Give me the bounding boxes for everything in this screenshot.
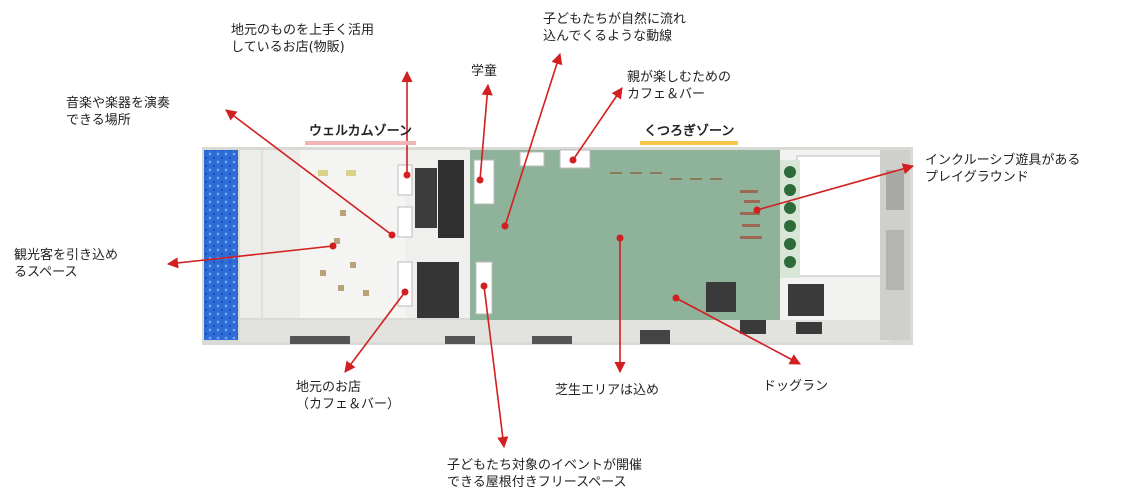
label-local-goods-line1: 地元のものを上手く活用: [231, 23, 375, 38]
label-lawn: 芝生エリアは込め: [555, 383, 660, 398]
arrow-dog-run: [675, 297, 801, 365]
label-local-goods-line2: しているお店(物販): [231, 40, 345, 55]
arrow-free-space: [483, 285, 509, 449]
label-free-space-line1: 子どもたち対象のイベントが開催: [447, 458, 643, 473]
label-tourists-line2: るスペース: [14, 265, 78, 280]
label-parents-cafe-line1: 親が楽しむための: [627, 70, 732, 85]
arrow-inclusive: [756, 163, 915, 211]
label-local-shop-line1: 地元のお店: [296, 380, 362, 395]
label-dog-run: ドッグラン: [763, 379, 829, 394]
arrow-parents-cafe: [572, 87, 623, 161]
label-tourists: 観光客を引き込め るスペース: [14, 247, 118, 281]
arrow-tourists: [166, 245, 334, 269]
label-inclusive: インクルーシブ遊具がある プレイグラウンド: [925, 152, 1080, 186]
label-inclusive-line2: プレイグラウンド: [925, 170, 1029, 185]
label-school: 学童: [471, 64, 498, 79]
label-inclusive-line1: インクルーシブ遊具がある: [925, 153, 1081, 168]
label-music-space-line2: できる場所: [66, 113, 131, 128]
label-parents-cafe-line2: カフェ＆バー: [627, 87, 706, 102]
label-kids-flow: 子どもたちが自然に流れ 込んでくるような動線: [543, 11, 686, 45]
label-kids-flow-line1: 子どもたちが自然に流れ: [543, 12, 687, 27]
lawn-area: [470, 150, 780, 320]
label-free-space-line2: できる屋根付きフリースペース: [447, 475, 627, 490]
label-kids-flow-line2: 込んでくるような動線: [543, 29, 673, 44]
label-free-space: 子どもたち対象のイベントが開催 できる屋根付きフリースペース: [447, 457, 642, 491]
label-music-space: 音楽や楽器を演奏 できる場所: [66, 95, 170, 129]
arrow-local-shop: [344, 291, 406, 373]
label-local-goods: 地元のものを上手く活用 しているお店(物販): [231, 22, 374, 56]
arrow-kids-flow: [504, 52, 563, 227]
zone-title-relax: くつろぎゾーン: [640, 124, 739, 145]
arrow-music-space: [225, 109, 393, 236]
label-tourists-line1: 観光客を引き込め: [14, 248, 119, 263]
arrow-school: [479, 83, 493, 181]
annotation-arrows: [166, 52, 915, 449]
annotation-dots: [329, 156, 761, 302]
label-parents-cafe: 親が楽しむための カフェ＆バー: [627, 69, 731, 103]
model-photo: [202, 147, 913, 345]
label-local-shop-line2: （カフェ＆バー）: [296, 397, 401, 412]
label-local-shop: 地元のお店 （カフェ＆バー）: [296, 379, 400, 413]
water-strip: [204, 150, 238, 340]
zone-title-welcome: ウェルカムゾーン: [305, 124, 416, 145]
label-music-space-line1: 音楽や楽器を演奏: [66, 96, 171, 111]
